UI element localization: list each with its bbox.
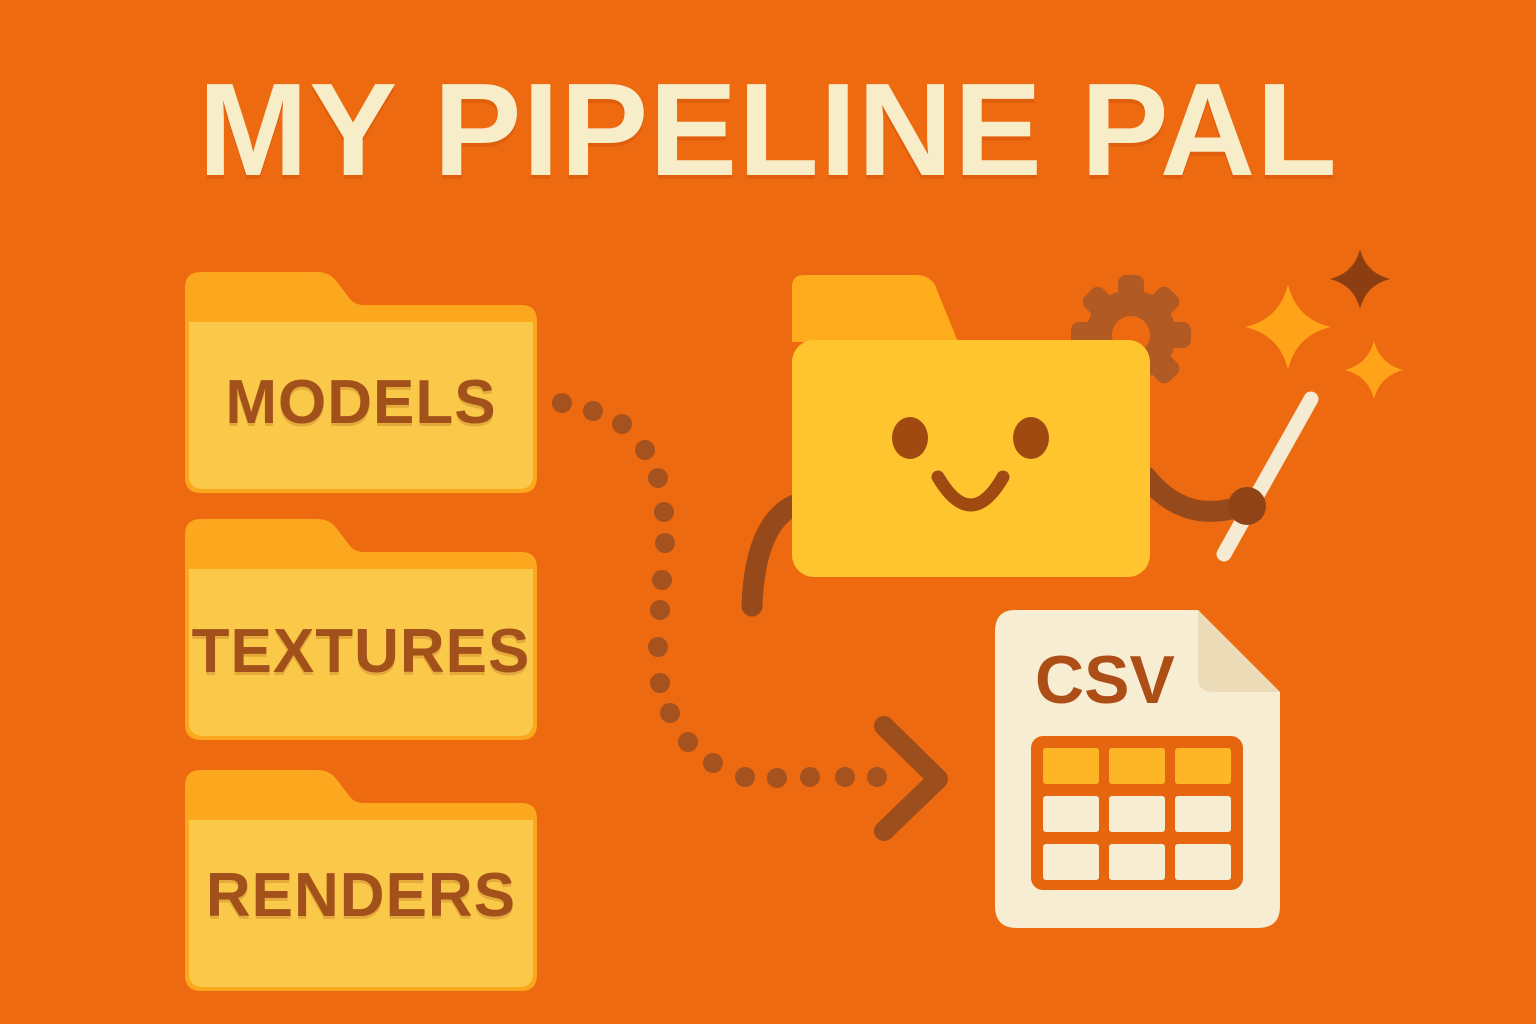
poster-title: MY PIPELINE PAL xyxy=(198,56,1338,203)
dotted-path xyxy=(552,393,887,788)
dotted-arrow-icon xyxy=(552,393,948,841)
mascot-hand xyxy=(1228,487,1266,525)
csv-folded-corner xyxy=(1198,610,1280,692)
arrowhead-icon xyxy=(874,716,948,841)
mascot-right-arm xyxy=(1135,466,1253,522)
mascot-right-eye xyxy=(1013,417,1049,459)
mascot-smile xyxy=(931,470,1010,512)
mascot-left-eye xyxy=(892,417,928,459)
folder-label-textures: TEXTURES xyxy=(191,617,531,686)
mascot-folder-body xyxy=(792,340,1150,577)
mascot-folder-tab xyxy=(792,275,958,342)
folder-label-renders: RENDERS xyxy=(205,861,517,930)
folder-label-models: MODELS xyxy=(225,368,497,437)
sparkle-icon xyxy=(1245,284,1331,370)
csv-file-label: CSV xyxy=(1035,642,1175,718)
smiling-folder-mascot-icon xyxy=(741,275,1319,617)
sparkles xyxy=(1245,249,1403,399)
sparkle-icon xyxy=(1330,249,1390,309)
table-grid-icon xyxy=(1031,736,1243,890)
magic-wand-icon xyxy=(1216,391,1319,562)
mascot-left-arm xyxy=(741,492,811,617)
sparkle-icon xyxy=(1345,341,1403,399)
csv-file-icon xyxy=(995,610,1280,928)
